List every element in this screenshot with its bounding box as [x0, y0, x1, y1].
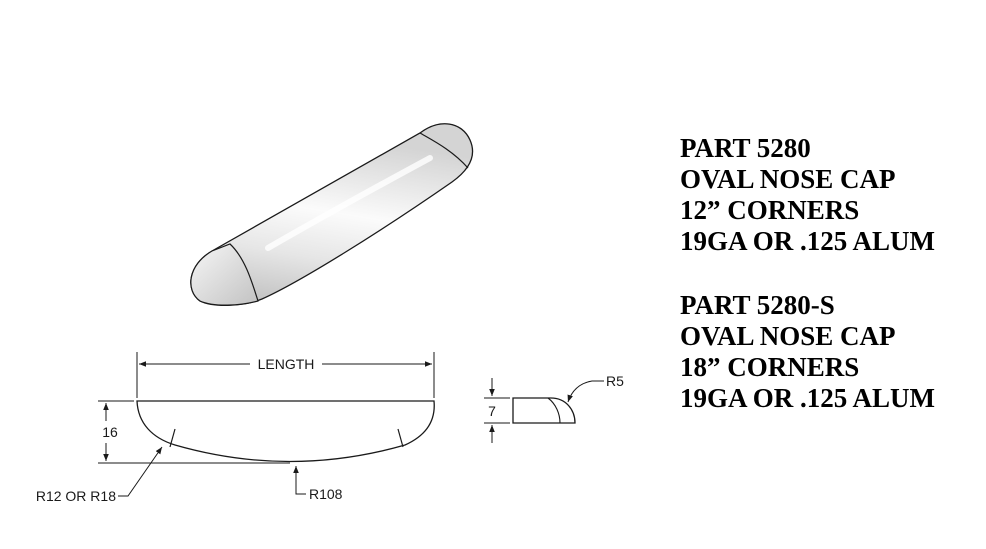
length-label: LENGTH	[258, 356, 315, 372]
corner-radius-leader	[118, 446, 163, 497]
front-view: LENGTH 16 R12 OR R18 R108	[36, 352, 435, 504]
part-corners: 18” CORNERS	[680, 352, 860, 382]
part-number: PART 5280-S	[680, 290, 835, 320]
front-cap-outline	[136, 400, 435, 463]
part-material: 19GA OR .125 ALUM	[680, 383, 936, 413]
right-tangent-tick	[397, 428, 404, 448]
part-number: PART 5280	[680, 133, 811, 163]
cap-highlight	[265, 155, 433, 251]
cap-right-end-line	[419, 132, 469, 169]
cap-left-end-shape	[190, 243, 259, 306]
part-corners: 12” CORNERS	[680, 195, 860, 225]
bottom-radius-label: R108	[309, 486, 343, 502]
bottom-radius-leader	[293, 466, 306, 495]
corner-radius-label: R12 OR R18	[36, 488, 116, 504]
part-spec-5280: PART 5280 OVAL NOSE CAP 12” CORNERS 19GA…	[680, 133, 935, 257]
part-material: 19GA OR .125 ALUM	[680, 226, 936, 256]
isometric-view	[190, 123, 474, 307]
profile-view: 7 R5	[484, 373, 624, 443]
profile-radius-label: R5	[606, 373, 624, 389]
height-label: 16	[102, 424, 118, 440]
profile-radius-leader	[567, 380, 604, 403]
left-tangent-tick	[169, 428, 176, 448]
part-spec-5280-s: PART 5280-S OVAL NOSE CAP 18” CORNERS 19…	[680, 290, 935, 414]
part-name: OVAL NOSE CAP	[680, 321, 896, 351]
part-name: OVAL NOSE CAP	[680, 164, 896, 194]
profile-outline	[512, 397, 576, 424]
profile-height-label: 7	[488, 403, 496, 419]
profile-inner-line	[547, 397, 561, 424]
